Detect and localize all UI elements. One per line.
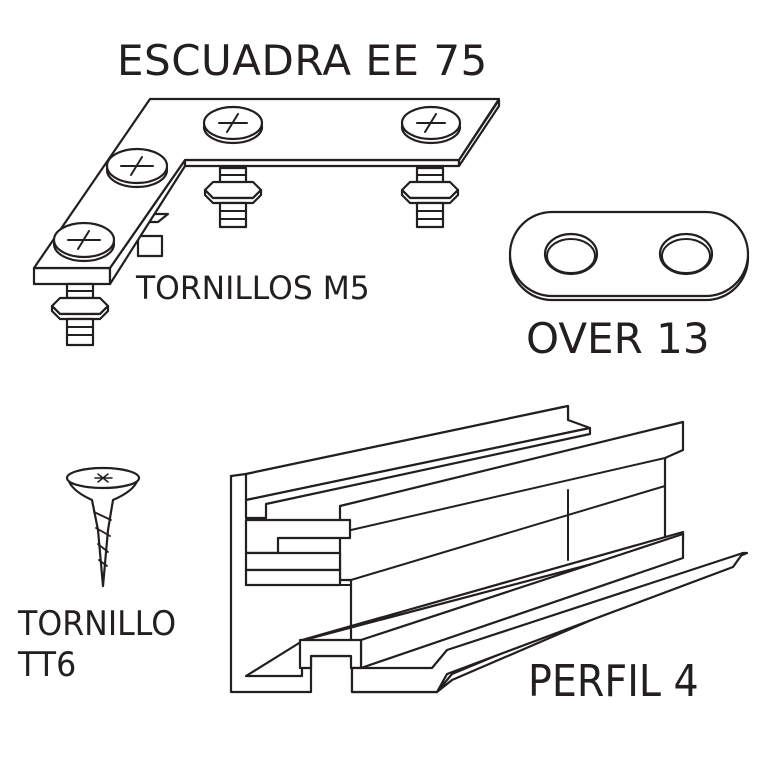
screw-head — [202, 105, 264, 145]
perfil-4-label: PERFIL 4 — [528, 656, 699, 707]
screw-head — [52, 221, 116, 263]
bolt-with-nut — [50, 282, 110, 347]
over-13-plate — [508, 210, 750, 302]
tornillo-tt6-label-line2: TT6 — [18, 645, 77, 685]
bolt-with-nut — [400, 166, 460, 229]
escuadra-label: ESCUADRA EE 75 — [117, 36, 488, 85]
tt6-screw — [65, 466, 141, 588]
escuadra-bracket — [32, 97, 501, 286]
screw-head — [400, 105, 462, 145]
screw-head — [105, 147, 169, 189]
over-13-label: OVER 13 — [526, 314, 710, 363]
tornillos-m5-label: TORNILLOS M5 — [136, 269, 370, 307]
perfil-4-profile — [229, 404, 749, 694]
tornillo-tt6-label-line1: TORNILLO — [18, 604, 177, 644]
bolt-with-nut — [203, 166, 263, 229]
